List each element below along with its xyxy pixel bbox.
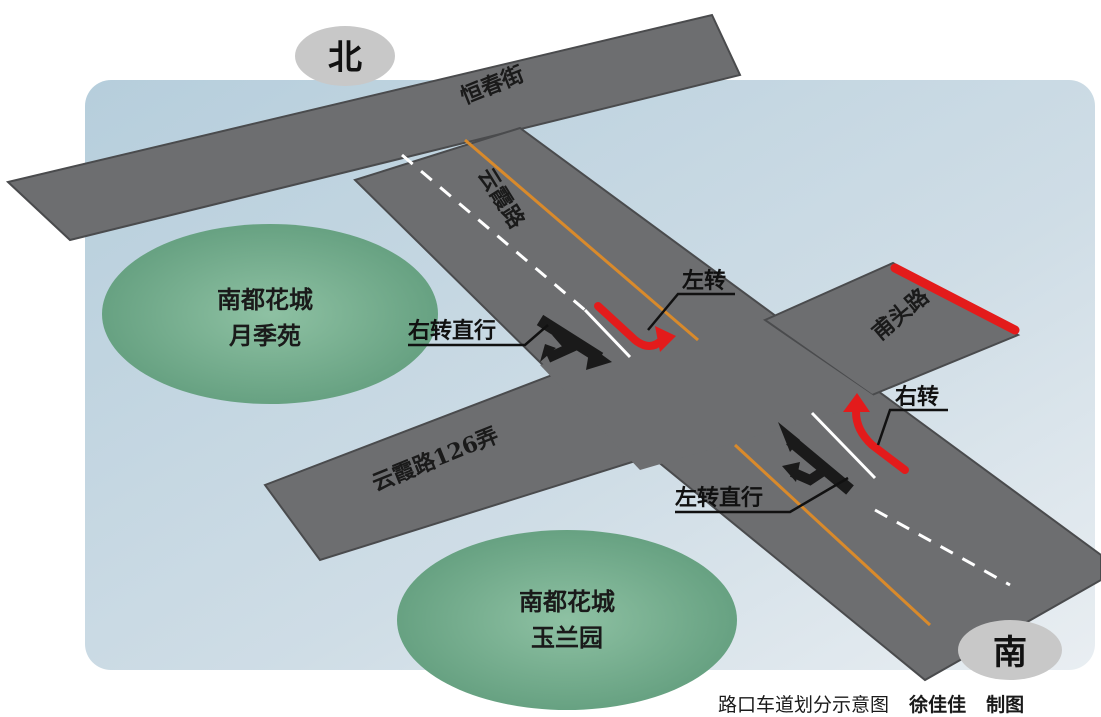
label-estate-northwest-line1: 南都花城: [217, 285, 313, 314]
compass-south-label: 南: [993, 633, 1027, 673]
north-right-straight-arrow: [536, 314, 612, 370]
callout-north-left-turn: 左转: [682, 268, 726, 294]
road-east: [762, 261, 1021, 397]
south-right-turn-arrow: [843, 393, 909, 474]
compass-north-label: 北: [328, 38, 362, 78]
callout-south-right-turn: 右转: [895, 384, 939, 410]
south-dashed-lane: [874, 508, 1011, 587]
caption-title: 路口车道划分示意图: [718, 694, 890, 716]
road-top-street: [5, 13, 742, 242]
callout-leaders: [408, 292, 948, 514]
road-network: [5, 13, 1101, 682]
estate-northwest: [102, 224, 438, 404]
compass-north: 北: [295, 26, 395, 86]
callout-north-right-straight: 右转直行: [408, 318, 496, 344]
callout-south-left-straight: 左转直行: [675, 485, 763, 511]
label-estate-northwest-line2: 月季苑: [228, 321, 301, 350]
figure-caption: 路口车道划分示意图 徐佳佳 制图: [718, 690, 1024, 717]
north-center-line: [464, 138, 699, 342]
north-left-turn-arrow: [594, 302, 676, 352]
north-solid-lane: [583, 308, 632, 359]
junction: [540, 318, 880, 470]
estate-southwest: [397, 530, 737, 710]
south-center-line: [733, 443, 932, 627]
label-estate-southwest-line2: 玉兰园: [531, 623, 603, 652]
caption-author: 徐佳佳: [909, 694, 967, 716]
caption-role: 制图: [986, 694, 1025, 716]
east-road-red-line: [890, 263, 1020, 335]
compass-south: 南: [958, 620, 1062, 680]
label-estate-southwest-line1: 南都花城: [519, 587, 615, 616]
south-solid-lane: [810, 411, 877, 480]
